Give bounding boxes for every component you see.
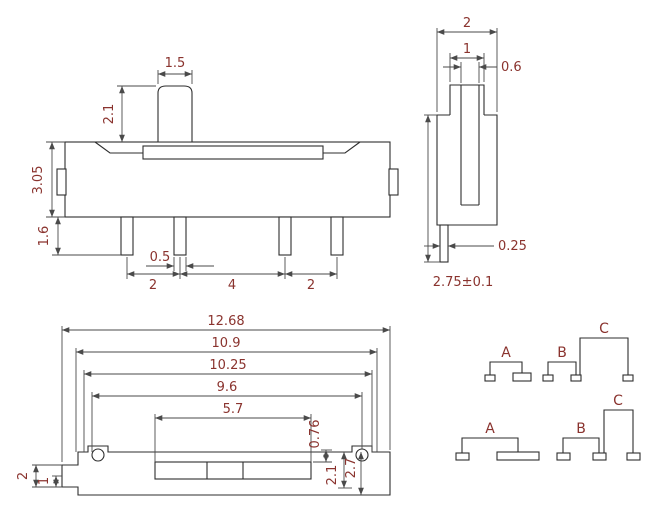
pin <box>120 216 134 256</box>
link-c <box>579 337 629 375</box>
link-b <box>547 361 577 375</box>
terminal <box>542 374 554 382</box>
side-body <box>436 114 498 226</box>
dim-right-step-inner: 2.1 <box>325 465 340 486</box>
label-position-c: C <box>599 321 609 337</box>
dim-pitch-left: 2 <box>149 278 157 293</box>
dim-travel-length: 9.6 <box>217 380 238 395</box>
side-pin <box>439 224 449 263</box>
terminal <box>455 452 470 461</box>
bottom-view: 12.68 10.9 10.25 9.6 5.7 0.76 <box>16 314 391 496</box>
terminal <box>626 452 641 461</box>
terminal-common <box>512 372 532 382</box>
link-c <box>603 409 634 453</box>
front-view-dimensions: 1.5 2.1 3.05 1.6 0.5 <box>31 56 338 293</box>
terminal <box>570 374 582 382</box>
slider-slot <box>154 461 312 480</box>
dim-knob-height: 2.1 <box>102 104 117 125</box>
dim-body-height: 3.05 <box>31 166 46 195</box>
terminal <box>592 452 607 461</box>
terminal <box>622 374 634 382</box>
dim-pin-width: 0.5 <box>150 250 171 265</box>
locating-hole-left <box>91 448 105 462</box>
dim-stem-width: 1 <box>463 42 471 57</box>
terminal <box>484 374 496 382</box>
dim-left-step-inner: 1 <box>37 477 52 485</box>
dim-slot-length: 5.7 <box>223 402 244 417</box>
mount-ear-right <box>388 168 399 196</box>
slider-knob <box>157 85 193 143</box>
dim-pin-thickness: 0.25 <box>498 239 527 254</box>
dim-slot-width: 0.6 <box>501 60 522 75</box>
label-position-b: B <box>576 421 586 437</box>
link-a <box>489 361 523 375</box>
pin <box>330 216 344 256</box>
pin <box>278 216 292 256</box>
dim-pin-length: 1.6 <box>37 226 52 247</box>
dim-total-height: 2.75±0.1 <box>433 275 494 290</box>
dim-right-step-outer: 2.7 <box>344 458 359 479</box>
front-view: 1.5 2.1 3.05 1.6 0.5 <box>31 56 399 293</box>
mount-ear-left <box>56 168 67 196</box>
dim-pitch-right: 2 <box>307 278 315 293</box>
dim-pitch-center: 4 <box>228 278 236 293</box>
label-position-b: B <box>557 345 567 361</box>
dim-left-step-outer: 2 <box>16 472 31 480</box>
side-view: 2 1 0.6 0.25 2.75±0.1 <box>424 16 527 290</box>
terminal <box>556 452 571 461</box>
slider-track <box>142 145 324 160</box>
terminal-common <box>496 451 540 461</box>
link-a <box>461 437 519 453</box>
front-pins <box>120 216 344 256</box>
label-position-a: A <box>501 345 511 361</box>
side-view-dimensions: 2 1 0.6 0.25 2.75±0.1 <box>424 16 527 290</box>
dim-notch-width: 0.76 <box>308 420 323 449</box>
dim-inner-length: 10.25 <box>209 358 246 373</box>
schematic-position-upper: A B C <box>484 321 634 382</box>
label-position-a: A <box>485 421 495 437</box>
dim-body-length: 10.9 <box>212 336 241 351</box>
schematic-position-lower: A B C <box>455 393 641 461</box>
dim-overall-length: 12.68 <box>207 314 244 329</box>
pin <box>173 216 187 256</box>
dim-knob-width: 1.5 <box>165 56 186 71</box>
label-position-c: C <box>613 393 623 409</box>
bottom-view-dimensions: 12.68 10.9 10.25 9.6 5.7 0.76 <box>16 314 391 495</box>
dim-side-total-width: 2 <box>463 16 471 31</box>
link-b <box>562 437 600 453</box>
side-stem <box>449 84 485 115</box>
